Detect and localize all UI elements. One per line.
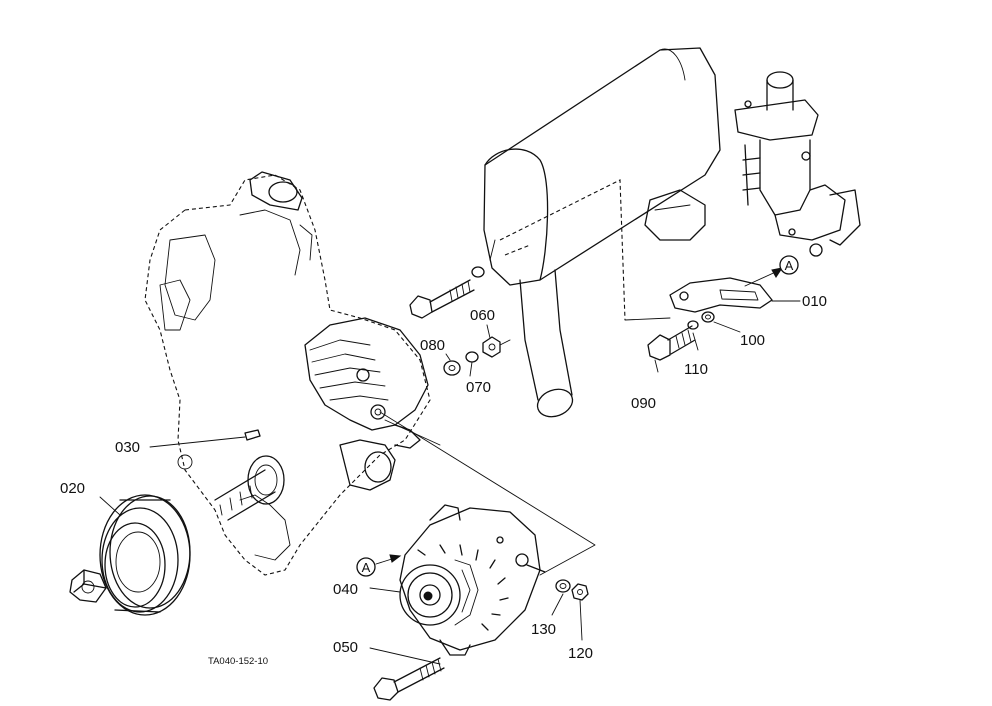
part-number-labels: 010 020 030 040 050 060 070 080 090 100 …: [60, 293, 827, 662]
upper-bolt-hardware-drawing: [409, 266, 501, 376]
part-label-010: 010: [802, 293, 827, 310]
view-marker-a-lower: A: [356, 554, 402, 577]
alternator-drawing: [399, 504, 546, 656]
part-label-070: 070: [466, 379, 491, 396]
leader-lines: [99, 300, 801, 665]
part-label-040: 040: [333, 581, 358, 598]
thermostat-housing-drawing: [734, 71, 861, 257]
view-marker-a-upper-label: A: [785, 258, 794, 273]
part-label-080: 080: [420, 337, 445, 354]
part-label-120: 120: [568, 645, 593, 662]
part-label-110: 110: [684, 361, 708, 378]
terminal-hardware-drawing: [555, 579, 589, 601]
view-marker-a-upper: A: [779, 255, 799, 275]
part-label-030: 030: [115, 439, 140, 456]
crank-pulley-drawing: [69, 494, 191, 616]
muffler-drawing: [483, 47, 721, 418]
assembly-lines: [379, 317, 671, 576]
bolt-050-drawing: [373, 657, 445, 701]
alternator-bracket-drawing: [647, 267, 784, 361]
gear-case-drawing: [144, 171, 431, 576]
part-label-130: 130: [531, 621, 556, 638]
part-label-050: 050: [333, 639, 358, 656]
part-label-100: 100: [740, 332, 765, 349]
reference-code: TA040-152-10: [208, 656, 268, 667]
part-label-090: 090: [631, 395, 656, 412]
part-label-060: 060: [470, 307, 495, 324]
part-label-020: 020: [60, 480, 85, 497]
view-marker-a-lower-label: A: [362, 560, 371, 575]
